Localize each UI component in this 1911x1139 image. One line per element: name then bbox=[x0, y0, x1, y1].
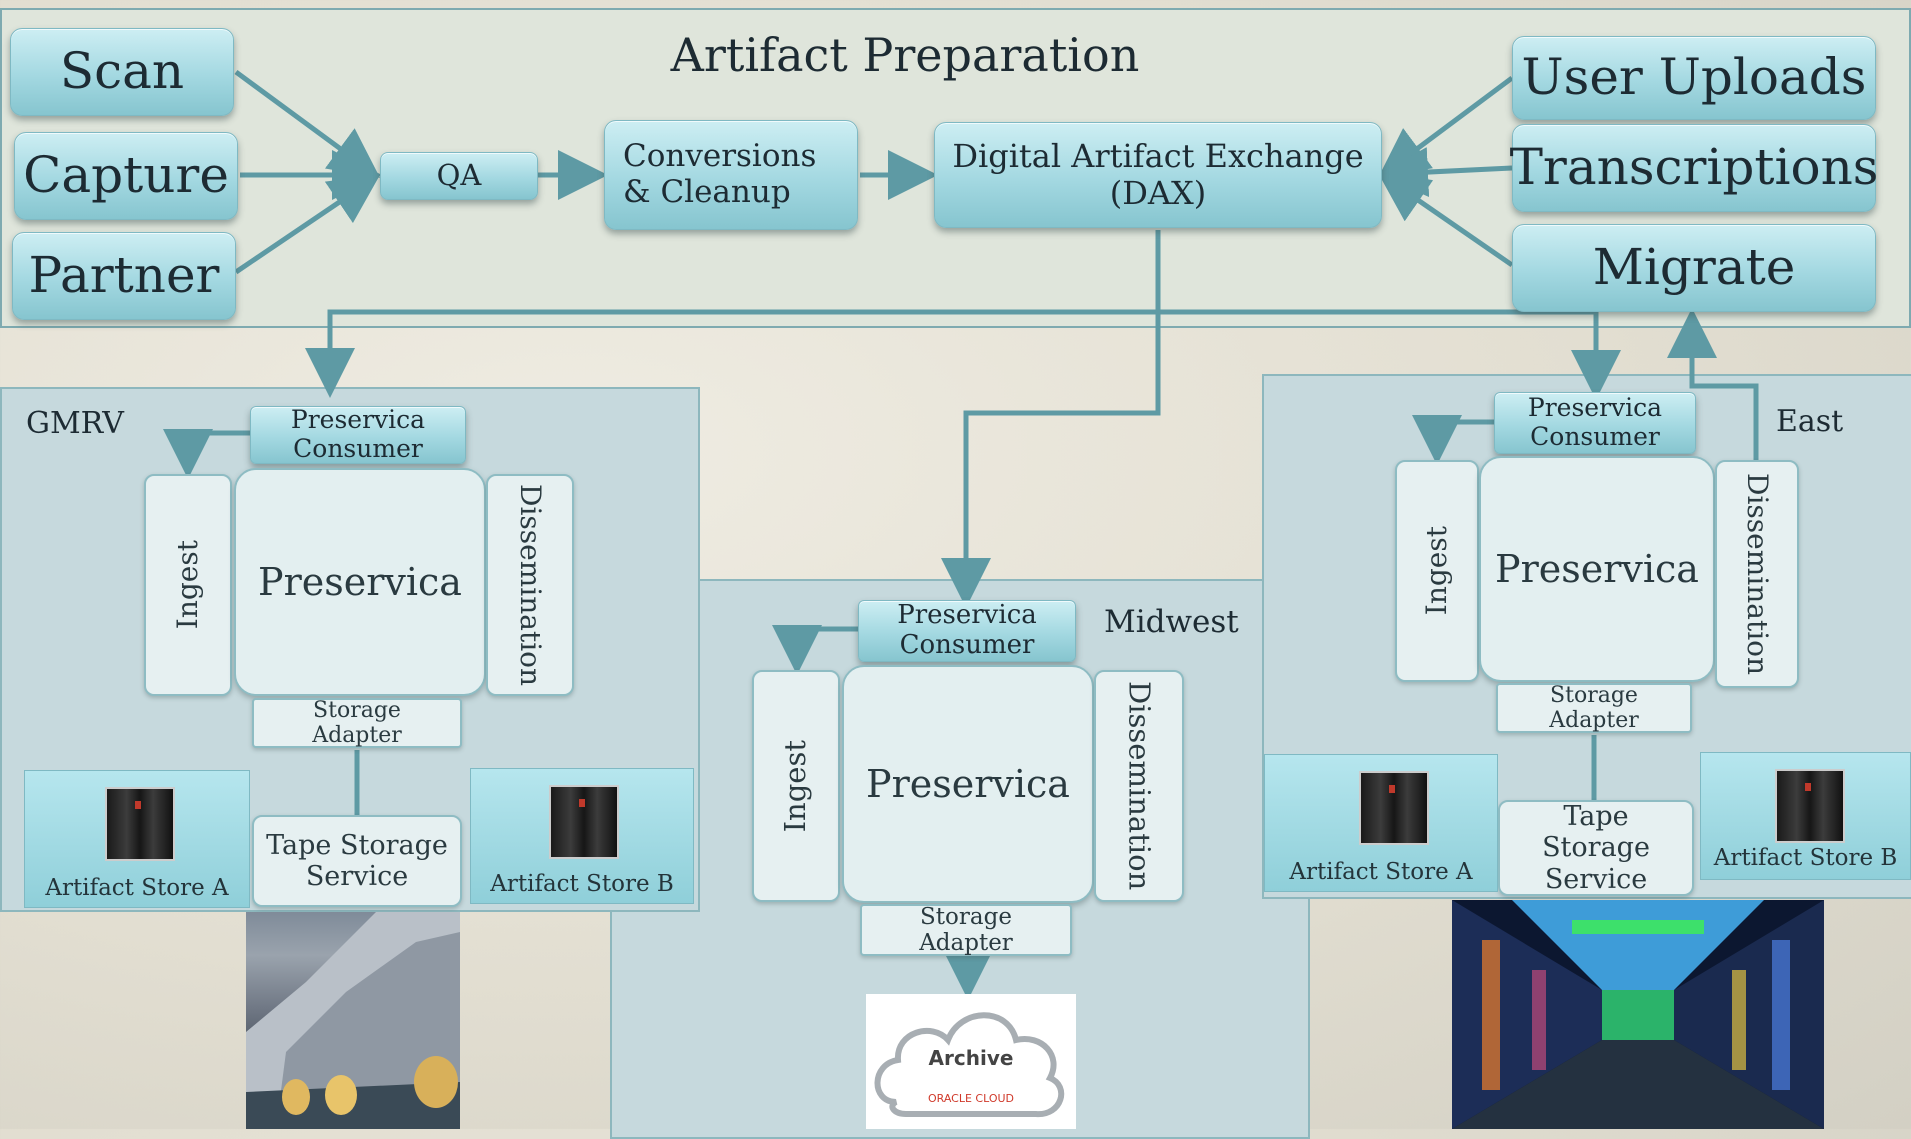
server-rack-icon bbox=[105, 787, 175, 861]
gmrv-artifact-store-a: Artifact Store A bbox=[24, 770, 250, 908]
east-ingest-box: Ingest bbox=[1395, 460, 1479, 682]
partner-label: Partner bbox=[28, 246, 220, 305]
oracle-cloud-label: ORACLE CLOUD bbox=[927, 1092, 1015, 1105]
midwest-ingest-label: Ingest bbox=[778, 739, 813, 833]
cloud-icon bbox=[874, 1012, 1065, 1118]
capture-label: Capture bbox=[23, 146, 229, 205]
user-uploads-label: User Uploads bbox=[1521, 48, 1867, 107]
midwest-dissemination-box: Dissemination bbox=[1094, 670, 1184, 902]
east-artifact-store-b-label: Artifact Store B bbox=[1713, 845, 1898, 871]
data-center-photo bbox=[1452, 900, 1824, 1129]
east-storage-adapter-box: Storage Adapter bbox=[1496, 683, 1692, 733]
partner-source-box: Partner bbox=[12, 232, 236, 320]
east-preservica-label: Preservica bbox=[1495, 547, 1699, 591]
user-uploads-source-box: User Uploads bbox=[1512, 36, 1876, 120]
gmrv-preservica-box: Preservica bbox=[234, 468, 486, 696]
migrate-source-box: Migrate bbox=[1512, 224, 1876, 312]
east-preservica-box: Preservica bbox=[1479, 456, 1715, 682]
east-storage-adapter-label: Storage Adapter bbox=[1549, 682, 1639, 733]
gmrv-consumer-label: Preservica Consumer bbox=[290, 405, 426, 463]
qa-box: QA bbox=[380, 152, 538, 200]
qa-label: QA bbox=[436, 158, 482, 193]
midwest-region-label: Midwest bbox=[1104, 604, 1239, 640]
migrate-label: Migrate bbox=[1592, 238, 1796, 297]
gmrv-artifact-store-b: Artifact Store B bbox=[470, 768, 694, 904]
midwest-storage-adapter-box: Storage Adapter bbox=[860, 904, 1072, 956]
archive-oracle-cloud: Archive ORACLE CLOUD bbox=[866, 994, 1076, 1129]
midwest-storage-adapter-label: Storage Adapter bbox=[919, 903, 1013, 956]
east-tape-storage-label: Tape Storage Service bbox=[1542, 801, 1650, 895]
east-tape-storage-box: Tape Storage Service bbox=[1498, 800, 1694, 896]
gmrv-tape-storage-box: Tape Storage Service bbox=[252, 815, 462, 907]
server-rack-icon bbox=[1359, 771, 1429, 845]
gmrv-dissemination-box: Dissemination bbox=[486, 474, 574, 696]
dax-label-line1: Digital Artifact Exchange bbox=[952, 137, 1364, 176]
gmrv-artifact-store-a-label: Artifact Store A bbox=[45, 875, 229, 901]
server-rack-icon bbox=[1775, 769, 1845, 843]
dax-box: Digital Artifact Exchange (DAX) bbox=[934, 122, 1382, 228]
east-dissemination-label: Dissemination bbox=[1741, 472, 1775, 676]
gmrv-tape-storage-label: Tape Storage Service bbox=[266, 829, 448, 892]
capture-source-box: Capture bbox=[14, 132, 238, 220]
gmrv-preservica-label: Preservica bbox=[258, 560, 462, 604]
transcriptions-source-box: Transcriptions bbox=[1509, 124, 1879, 212]
scan-label: Scan bbox=[59, 42, 185, 101]
east-artifact-store-a-label: Artifact Store A bbox=[1289, 859, 1473, 885]
gmrv-consumer-box: Preservica Consumer bbox=[250, 405, 466, 464]
artifact-preparation-title: Artifact Preparation bbox=[670, 28, 1140, 82]
midwest-ingest-box: Ingest bbox=[752, 670, 840, 902]
gmrv-region-label: GMRV bbox=[26, 406, 124, 441]
conversions-box: Conversions & Cleanup bbox=[604, 120, 858, 230]
scan-source-box: Scan bbox=[10, 28, 234, 116]
dax-label-line2: (DAX) bbox=[1109, 174, 1207, 212]
gmrv-dissemination-label: Dissemination bbox=[514, 483, 548, 687]
conversions-label: Conversions & Cleanup bbox=[623, 138, 817, 210]
east-region-label: East bbox=[1776, 404, 1844, 439]
midwest-consumer-label: Preservica Consumer bbox=[897, 600, 1037, 660]
east-dissemination-box: Dissemination bbox=[1715, 460, 1799, 688]
east-consumer-label: Preservica Consumer bbox=[1527, 393, 1663, 451]
server-rack-icon bbox=[549, 785, 619, 859]
east-consumer-box: Preservica Consumer bbox=[1494, 392, 1696, 454]
east-ingest-label: Ingest bbox=[1419, 526, 1453, 616]
east-artifact-store-b: Artifact Store B bbox=[1700, 752, 1911, 880]
archive-label: Archive bbox=[928, 1046, 1014, 1070]
mountain-vault-photo bbox=[246, 912, 460, 1129]
midwest-preservica-label: Preservica bbox=[866, 762, 1070, 806]
midwest-preservica-box: Preservica bbox=[842, 665, 1094, 903]
transcriptions-label: Transcriptions bbox=[1509, 138, 1879, 197]
midwest-dissemination-label: Dissemination bbox=[1122, 681, 1157, 891]
midwest-consumer-box: Preservica Consumer bbox=[858, 600, 1076, 662]
east-artifact-store-a: Artifact Store A bbox=[1264, 754, 1498, 892]
gmrv-ingest-box: Ingest bbox=[144, 474, 232, 696]
gmrv-storage-adapter-box: Storage Adapter bbox=[252, 698, 462, 748]
gmrv-artifact-store-b-label: Artifact Store B bbox=[490, 871, 674, 897]
gmrv-ingest-label: Ingest bbox=[170, 540, 204, 630]
gmrv-storage-adapter-label: Storage Adapter bbox=[312, 697, 402, 748]
